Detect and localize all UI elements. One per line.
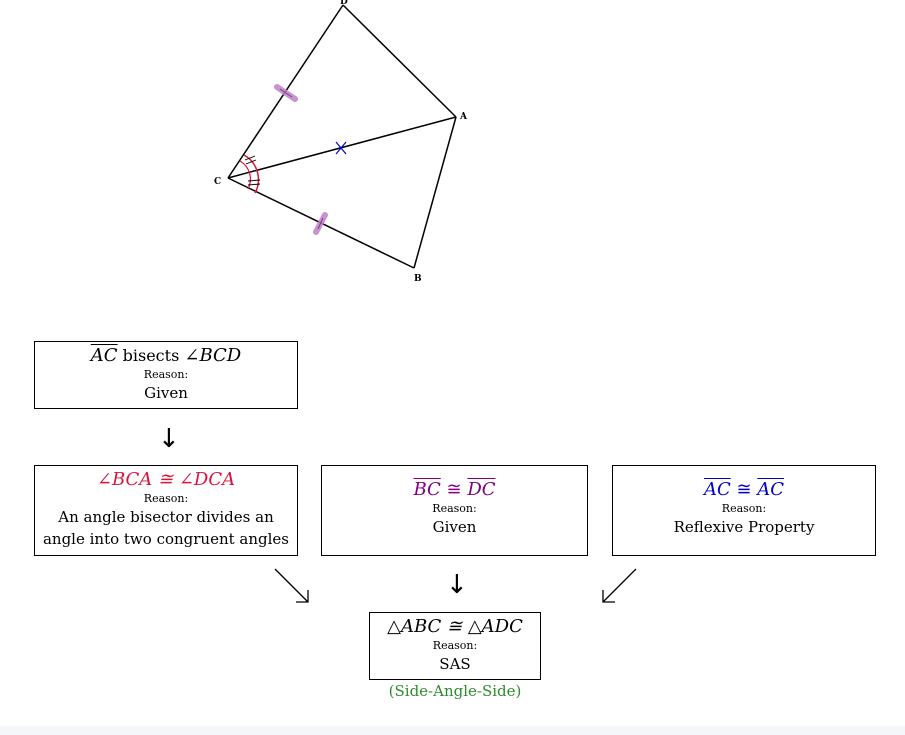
reflexive-statement: AC ≅ AC	[613, 480, 875, 500]
reason-label: Reason:	[432, 502, 477, 515]
reflexive-mark-b	[335, 141, 347, 155]
label-d: D	[340, 0, 348, 7]
segment-ac: AC	[90, 345, 118, 366]
segment-ac-right: AC	[757, 479, 785, 500]
given-bisect-statement: AC bisects ∠BCD	[35, 346, 297, 366]
segment-bc: BC	[413, 479, 441, 500]
reason-label: Reason:	[432, 639, 478, 652]
label-a: A	[459, 112, 468, 122]
bottom-strip	[0, 726, 905, 735]
reason-text: SAS	[439, 655, 471, 673]
down-arrow-2: ↓	[446, 570, 468, 600]
label-c: C	[214, 177, 221, 187]
diagonal-arrow-right	[602, 568, 637, 603]
tick-mark-cb-line	[317, 217, 324, 230]
bisects-word: bisects	[117, 346, 185, 365]
reason-label: Reason:	[721, 502, 767, 515]
reason-label: Reason:	[143, 368, 189, 381]
side-congruence-statement: BC ≅ DC	[322, 480, 587, 500]
conclusion-box: △ABC ≅ △ADC Reason: SAS	[369, 612, 541, 680]
angle-congruence-box: ∠BCA ≅ ∠DCA Reason: An angle bisector di…	[34, 465, 298, 556]
congruent-symbol: ≅	[730, 479, 758, 500]
side-da	[342, 4, 457, 118]
geometry-figure: D A B C	[214, 0, 468, 284]
angle-bcd: ∠BCD	[184, 345, 242, 366]
reason-text: Reflexive Property	[673, 518, 815, 536]
sas-note: (Side-Angle-Side)	[388, 682, 522, 700]
reason-text: Given	[144, 384, 188, 402]
reason-label: Reason:	[143, 492, 189, 505]
tick-mark-cd-line	[279, 88, 293, 98]
down-arrow-1: ↓	[158, 424, 180, 454]
conclusion-statement: △ABC ≅ △ADC	[387, 616, 523, 637]
reason-text: Given	[432, 518, 477, 536]
segment-dc: DC	[467, 479, 496, 500]
side-ab	[413, 116, 457, 269]
diagonal-arrow-left	[274, 568, 309, 603]
given-bisect-box: AC bisects ∠BCD Reason: Given	[34, 341, 298, 409]
congruent-symbol: ≅	[440, 479, 468, 500]
side-bc-dc-box: BC ≅ DC Reason: Given	[321, 465, 588, 556]
angle-tick-1a	[244, 155, 256, 161]
angle-arc-outer	[243, 154, 260, 194]
label-b: B	[414, 274, 422, 284]
angle-tick-1b	[245, 159, 257, 165]
angle-arc-inner	[239, 160, 252, 190]
reason-text: An angle bisector divides an angle into …	[42, 508, 290, 548]
angle-tick-2b	[247, 183, 261, 186]
angle-congruence-statement: ∠BCA ≅ ∠DCA	[96, 469, 236, 490]
segment-ac-left: AC	[703, 479, 731, 500]
reflexive-box: AC ≅ AC Reason: Reflexive Property	[612, 465, 876, 556]
angle-tick-2a	[247, 179, 261, 182]
